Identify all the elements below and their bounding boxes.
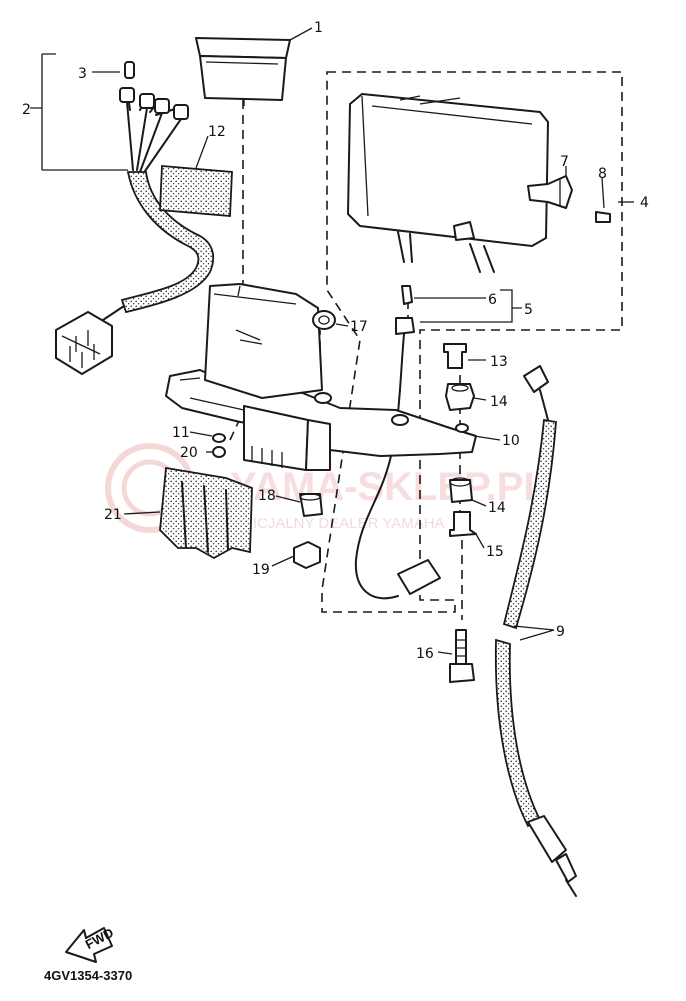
- part-11-washer: [212, 433, 226, 443]
- watermark-brand: YAMA-SKLEP.PL: [230, 465, 548, 509]
- part-17-grommet: [312, 310, 336, 330]
- label-5: 5: [524, 302, 533, 318]
- meter-case-body: [204, 283, 323, 399]
- part-15-collar: [449, 511, 477, 537]
- part-18-collar: [299, 493, 323, 517]
- fwd-arrow-icon: FWD: [65, 925, 116, 963]
- part-5-socket: [354, 285, 441, 600]
- label-3: 3: [78, 66, 87, 82]
- label-14-lower: 14: [488, 500, 506, 516]
- label-19: 19: [252, 562, 270, 578]
- part-14-grommet-upper: [445, 383, 475, 411]
- label-10: 10: [502, 433, 520, 449]
- label-4: 4: [640, 195, 649, 211]
- watermark: YAMA-SKLEP.PL OFICJALNY DEALER YAMAHA: [105, 443, 548, 533]
- part-9-cable: [494, 365, 577, 897]
- part-20-nut: [212, 446, 226, 458]
- label-11: 11: [172, 425, 190, 441]
- label-2: 2: [22, 102, 31, 118]
- part-13-collar: [443, 343, 467, 369]
- part-2-harness: [55, 61, 215, 375]
- label-7: 7: [560, 154, 569, 170]
- part-4-meter: [347, 93, 611, 273]
- label-13: 13: [490, 354, 508, 370]
- label-21: 21: [104, 507, 122, 523]
- part-14-grommet-lower: [449, 477, 473, 503]
- label-18: 18: [258, 488, 276, 504]
- leader-lines: [30, 27, 634, 655]
- part-19-nut: [293, 541, 321, 569]
- label-6: 6: [488, 292, 497, 308]
- label-16: 16: [416, 646, 434, 662]
- label-8: 8: [598, 166, 607, 182]
- label-14-upper: 14: [490, 394, 508, 410]
- label-9: 9: [556, 624, 565, 640]
- part-1-lens: [195, 37, 291, 106]
- part-21-damper: [159, 466, 253, 560]
- label-15: 15: [486, 544, 504, 560]
- part-labels: 1 2 3 4 5 6 7 8 9 10 11 12 13 14 14 15 1…: [22, 20, 649, 662]
- label-17: 17: [350, 319, 368, 335]
- label-12: 12: [208, 124, 226, 140]
- drawing-code: 4GV1354-3370: [44, 968, 132, 983]
- part-12-pad: [159, 165, 233, 217]
- watermark-tagline: OFICJALNY DEALER YAMAHA: [232, 515, 445, 532]
- part-16-bolt: [449, 629, 475, 683]
- label-1: 1: [314, 20, 323, 36]
- label-20: 20: [180, 445, 198, 461]
